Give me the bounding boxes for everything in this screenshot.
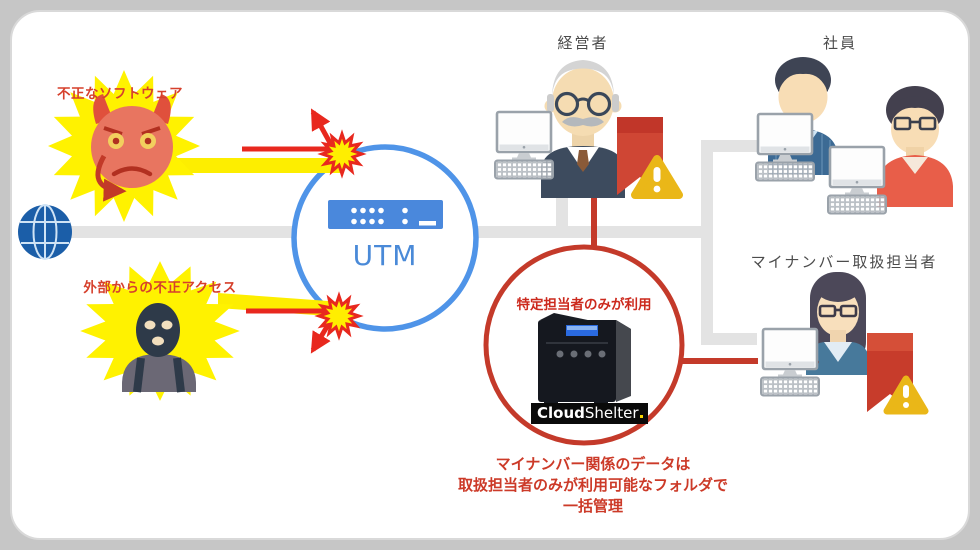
malware-label: 不正なソフトウェア <box>57 86 183 102</box>
staff-avatar <box>806 272 870 375</box>
employees-group <box>754 57 953 215</box>
cloudshelter-logo: CloudShelter <box>531 403 648 424</box>
nas-device-icon <box>538 313 631 407</box>
intrusion-attack <box>218 291 364 354</box>
executive-avatar <box>541 60 625 198</box>
executive-to-nas-line <box>591 172 597 250</box>
employees-label: 社員 <box>822 34 857 52</box>
attack-beam <box>168 158 342 173</box>
brand-light: Shelter <box>584 404 639 422</box>
malware-threat <box>48 70 200 222</box>
utm-circle <box>291 144 479 332</box>
employee-branch-line <box>701 140 757 152</box>
internet-globe-icon <box>18 204 72 260</box>
caption-line: マイナンバー関係のデータは <box>495 455 691 473</box>
intrusion-label: 外部からの不正アクセス <box>83 280 237 296</box>
warning-triangle-icon <box>883 375 929 415</box>
attack-line <box>242 146 330 152</box>
warning-triangle-icon <box>631 155 683 199</box>
mynumber-staff-label: マイナンバー取扱担当者 <box>750 253 938 271</box>
devil-icon <box>91 94 173 202</box>
staff-branch-line <box>701 333 757 345</box>
desktop-computer-icon <box>826 145 888 215</box>
burglar-icon <box>122 303 196 393</box>
attack-line <box>246 308 330 314</box>
utm-label: UTM <box>352 239 418 272</box>
mynumber-staff-group <box>759 272 929 415</box>
desktop-computer-icon <box>759 327 821 397</box>
caption-line: 取扱担当者のみが利用可能なフォルダで <box>457 476 728 494</box>
desktop-computer-icon <box>754 112 816 182</box>
caption-line: 一括管理 <box>562 497 623 515</box>
right-branch-line <box>701 140 713 345</box>
impact-burst-icon <box>314 291 364 341</box>
malware-attack <box>168 108 367 179</box>
nas-restriction-label: 特定担当者のみが利用 <box>516 297 652 313</box>
desktop-computer-icon <box>493 110 555 180</box>
brand-period <box>639 415 643 418</box>
employee-avatar-glasses <box>877 86 953 207</box>
utm-zone <box>291 144 479 332</box>
loop-arrow-icon <box>95 154 127 202</box>
brand-bold: Cloud <box>537 404 585 422</box>
executive-label: 経営者 <box>557 34 609 52</box>
nas-caption: マイナンバー関係のデータは 取扱担当者のみが利用可能なフォルダで 一括管理 <box>433 454 753 517</box>
executive-group <box>493 60 683 199</box>
nas-to-staff-line <box>680 358 758 364</box>
utm-appliance-icon <box>328 200 443 229</box>
impact-burst-icon <box>317 129 367 179</box>
intrusion-threat <box>80 261 240 401</box>
